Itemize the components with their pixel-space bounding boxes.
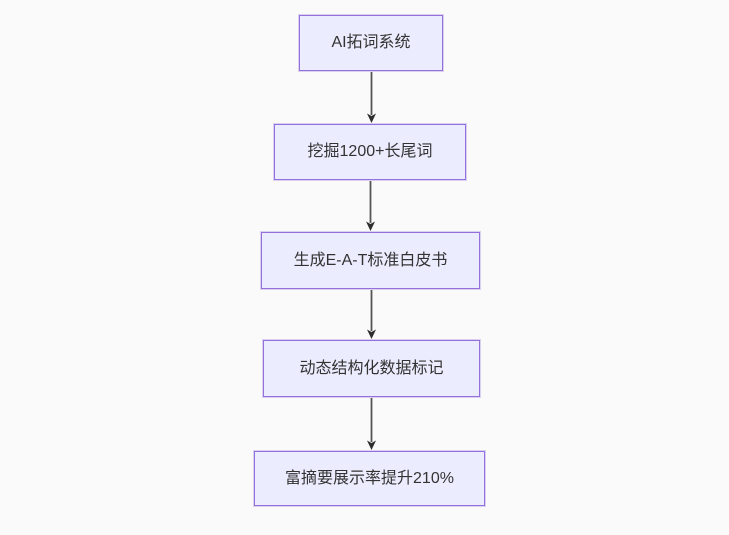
flow-node-n2: 挖掘1200+长尾词 <box>274 124 466 180</box>
arrowhead-icon <box>367 113 376 123</box>
flow-node-label: AI拓词系统 <box>331 34 411 52</box>
arrowhead-icon <box>367 440 376 450</box>
arrowhead-icon <box>367 329 376 339</box>
flow-node-n3: 生成E-A-T标准白皮书 <box>261 232 480 289</box>
flow-node-label: 生成E-A-T标准白皮书 <box>293 251 448 269</box>
flow-node-label: 挖掘1200+长尾词 <box>307 143 433 161</box>
flow-node-n1: AI拓词系统 <box>299 15 443 71</box>
flow-node-n4: 动态结构化数据标记 <box>263 340 480 397</box>
flow-node-label: 动态结构化数据标记 <box>299 359 444 377</box>
arrowhead-icon <box>366 221 375 231</box>
flow-node-n5: 富摘要展示率提升210% <box>254 451 485 506</box>
flow-node-label: 富摘要展示率提升210% <box>285 469 454 487</box>
